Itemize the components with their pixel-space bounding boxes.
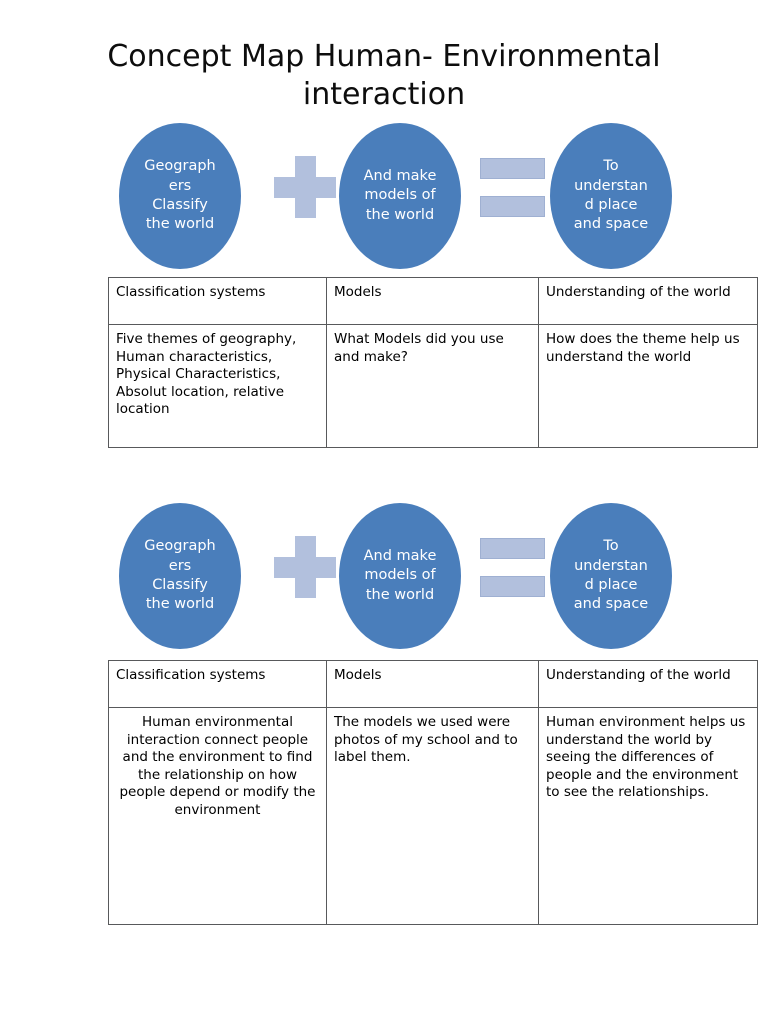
ellipse-label: Geograph ers Classify the world xyxy=(144,538,216,613)
table-header-row: Classification systems Models Understand… xyxy=(108,277,758,325)
table-row: Human environmental interaction connect … xyxy=(108,707,758,925)
table-cell-understanding-of-the-world: How does the theme help us understand th… xyxy=(538,324,758,448)
prompts-table: Classification systems Models Understand… xyxy=(108,277,758,448)
plus-vertical-bar xyxy=(295,156,316,218)
concept-equation-diagram-top: Geograph ers Classify the world And make… xyxy=(108,123,712,271)
equals-bottom-bar xyxy=(480,576,545,597)
equals-icon-bottom xyxy=(480,538,545,597)
table-header-row: Classification systems Models Understand… xyxy=(108,660,758,708)
table-header-cell-models: Models xyxy=(326,277,539,325)
table-cell-classification-systems: Human environmental interaction connect … xyxy=(108,707,327,925)
table-header-cell-classification-systems: Classification systems xyxy=(108,277,327,325)
table-header-cell-models: Models xyxy=(326,660,539,708)
responses-table: Classification systems Models Understand… xyxy=(108,660,758,925)
table-row: Five themes of geography, Human characte… xyxy=(108,324,758,448)
ellipse-geographers-classify-top: Geograph ers Classify the world xyxy=(119,123,241,269)
ellipse-label: And make models of the world xyxy=(363,547,437,603)
ellipse-label: To understan d place and space xyxy=(573,158,649,233)
equals-top-bar xyxy=(480,538,545,559)
table-cell-models: The models we used were photos of my sch… xyxy=(326,707,539,925)
equals-bottom-bar xyxy=(480,196,545,217)
page-title: Concept Map Human- Environmental interac… xyxy=(107,39,661,113)
equals-icon-top xyxy=(480,158,545,217)
ellipse-geographers-classify-bottom: Geograph ers Classify the world xyxy=(119,503,241,649)
ellipse-label: To understan d place and space xyxy=(573,538,649,613)
plus-vertical-bar xyxy=(295,536,316,598)
ellipse-understand-place-space-bottom: To understan d place and space xyxy=(550,503,672,649)
table-cell-classification-systems: Five themes of geography, Human characte… xyxy=(108,324,327,448)
plus-icon-bottom xyxy=(274,536,336,598)
table-header-cell-classification-systems: Classification systems xyxy=(108,660,327,708)
table-cell-models: What Models did you use and make? xyxy=(326,324,539,448)
ellipse-make-models-top: And make models of the world xyxy=(339,123,461,269)
ellipse-make-models-bottom: And make models of the world xyxy=(339,503,461,649)
table-header-cell-understanding-of-the-world: Understanding of the world xyxy=(538,660,758,708)
concept-equation-diagram-bottom: Geograph ers Classify the world And make… xyxy=(108,503,712,651)
table-cell-understanding-of-the-world: Human environment helps us understand th… xyxy=(538,707,758,925)
equals-top-bar xyxy=(480,158,545,179)
plus-icon-top xyxy=(274,156,336,218)
ellipse-label: And make models of the world xyxy=(363,167,437,223)
ellipse-label: Geograph ers Classify the world xyxy=(144,158,216,233)
ellipse-understand-place-space-top: To understan d place and space xyxy=(550,123,672,269)
table-header-cell-understanding-of-the-world: Understanding of the world xyxy=(538,277,758,325)
